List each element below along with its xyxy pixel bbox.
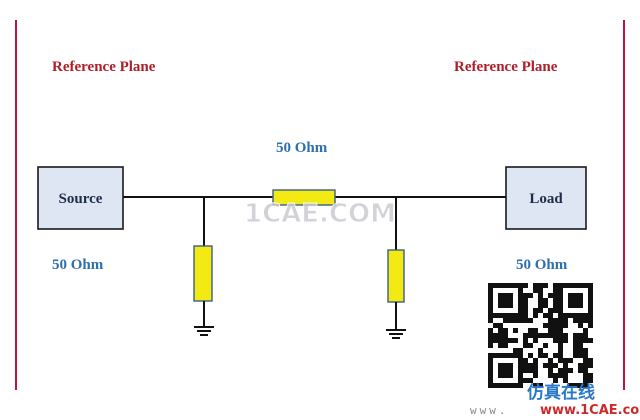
shunt-resistor-right-icon: [387, 249, 405, 303]
reference-plane-left-label: Reference Plane: [52, 59, 156, 75]
qr-code-icon: [485, 280, 596, 391]
source-label: Source: [59, 191, 103, 207]
load-box: [505, 166, 587, 230]
shunt-branch-left: [193, 197, 214, 336]
reference-plane-right-label: Reference Plane: [454, 59, 558, 75]
series-resistor-icon: [272, 189, 336, 206]
site-url-prefix: www.: [470, 404, 509, 417]
shunt-resistor-left-icon: [193, 245, 213, 302]
watermark-text: 1CAE.COM: [244, 199, 396, 229]
load-block: Load: [505, 166, 587, 230]
ground-icon: [194, 326, 214, 336]
load-impedance-label: 50 Ohm: [516, 257, 568, 273]
site-url: www.1CAE.com: [540, 403, 640, 418]
source-impedance-label: 50 Ohm: [52, 257, 104, 273]
load-label: Load: [529, 191, 563, 207]
line-impedance-label: 50 Ohm: [276, 140, 328, 156]
watermark-site-url: www. www.1CAE.com: [470, 403, 640, 418]
watermark-cn-text: 仿真在线: [527, 382, 595, 403]
source-box: [37, 166, 124, 230]
shunt-branch-right: [386, 197, 406, 339]
ground-icon: [386, 329, 406, 339]
source-block: Source: [37, 166, 124, 230]
